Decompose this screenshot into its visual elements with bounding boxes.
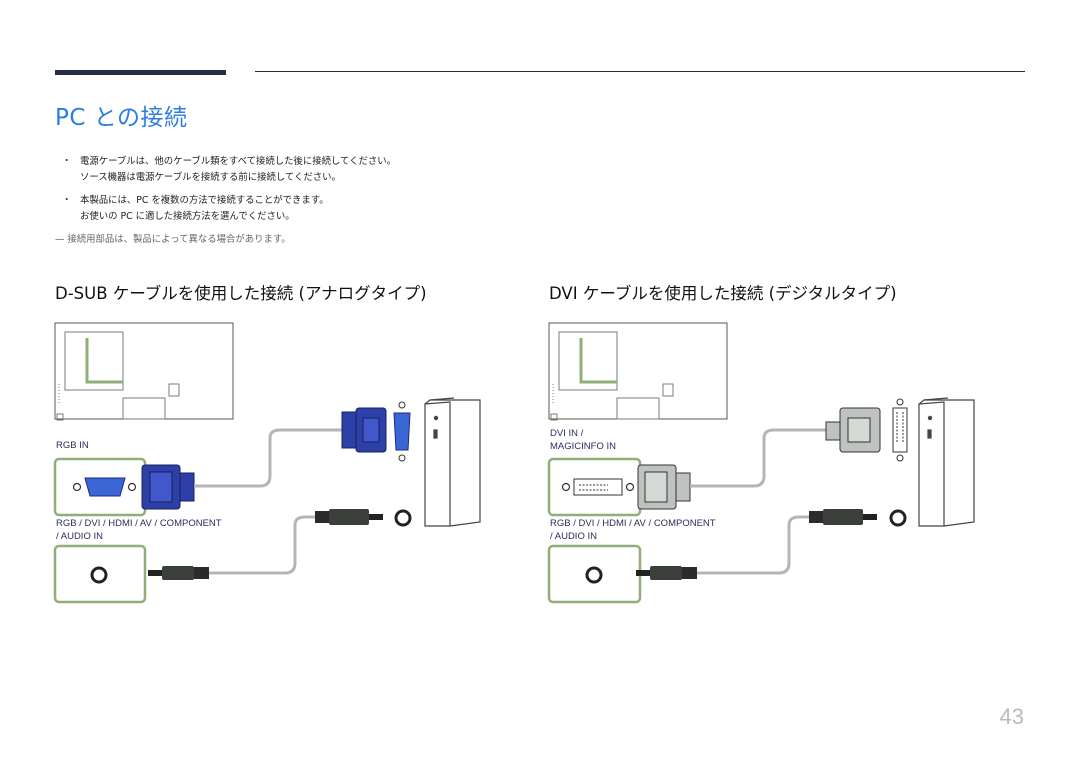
- audio-in-label: RGB / DVI / HDMI / AV / COMPONENT / AUDI…: [550, 517, 716, 543]
- bullet-item: ・ 本製品には、PC を複数の方法で接続することができます。 お使いの PC に…: [62, 193, 396, 225]
- bullet-dot: ・: [62, 195, 72, 206]
- pc-dvi-port: [892, 398, 908, 462]
- bullet-line: 電源ケーブルは、他のケーブル類をすべて接続した後に接続してください。: [80, 156, 397, 167]
- dsub-connection-diagram: RGB IN RGB / DVI / HDMI / AV / COMPONENT…: [50, 318, 520, 618]
- header-rule-thick: [55, 70, 226, 75]
- bullet-dot: ・: [62, 156, 72, 167]
- audio-plug-pc: [809, 509, 907, 527]
- section-title-dsub: D-SUB ケーブルを使用した接続 (アナログタイプ): [55, 284, 427, 303]
- dvi-in-port: [547, 457, 642, 517]
- audio-plug-monitor: [636, 566, 697, 580]
- dvi-in-label: DVI IN / MAGICINFO IN: [550, 427, 616, 453]
- vga-plug-monitor: [141, 464, 195, 510]
- header-rule-thin: [255, 71, 1025, 72]
- bullet-item: ・ 電源ケーブルは、他のケーブル類をすべて接続した後に接続してください。 ソース…: [62, 154, 396, 186]
- audio-plug-monitor: [148, 566, 209, 580]
- dvi-connection-diagram: DVI IN / MAGICINFO IN RGB / DVI / HDMI /…: [544, 318, 1014, 618]
- pc-tower: [918, 397, 975, 527]
- dvi-label-line: DVI IN /: [550, 428, 584, 439]
- monitor-back-panel: [548, 322, 728, 421]
- page-number: 43: [999, 704, 1024, 729]
- page-title: PC との接続: [55, 105, 188, 131]
- note-dash-icon: —: [55, 234, 68, 245]
- audio-in-port: [53, 544, 147, 604]
- dsub-diagram-art: [53, 322, 481, 604]
- dvi-diagram-art: [547, 322, 975, 604]
- monitor-back-panel: [54, 322, 234, 421]
- audio-in-port: [547, 544, 642, 604]
- audio-label-line: RGB / DVI / HDMI / AV / COMPONENT: [56, 518, 222, 529]
- bullet-list: ・ 電源ケーブルは、他のケーブル類をすべて接続した後に接続してください。 ソース…: [62, 154, 396, 232]
- bullet-line: ソース機器は電源ケーブルを接続する前に接続してください。: [80, 172, 341, 183]
- audio-in-label: RGB / DVI / HDMI / AV / COMPONENT / AUDI…: [56, 517, 222, 543]
- note-text: 接続用部品は、製品によって異なる場合があります。: [67, 234, 291, 245]
- note: — 接続用部品は、製品によって異なる場合があります。: [55, 231, 291, 245]
- section-title-dvi: DVI ケーブルを使用した接続 (デジタルタイプ): [549, 284, 897, 303]
- dvi-plug-pc: [825, 407, 881, 453]
- audio-label-line: / AUDIO IN: [550, 531, 597, 542]
- audio-plug-pc: [315, 509, 412, 527]
- pc-vga-port: [393, 401, 411, 462]
- pc-tower: [424, 397, 481, 527]
- rgb-in-label: RGB IN: [56, 440, 89, 451]
- dvi-label-line: MAGICINFO IN: [550, 441, 616, 452]
- bullet-line: お使いの PC に適した接続方法を選んでください。: [80, 211, 295, 222]
- dvi-plug-monitor: [637, 464, 691, 510]
- rgb-in-port: [53, 457, 147, 517]
- audio-label-line: RGB / DVI / HDMI / AV / COMPONENT: [550, 518, 716, 529]
- vga-plug-pc: [341, 407, 387, 453]
- bullet-line: 本製品には、PC を複数の方法で接続することができます。: [80, 195, 329, 206]
- audio-label-line: / AUDIO IN: [56, 531, 103, 542]
